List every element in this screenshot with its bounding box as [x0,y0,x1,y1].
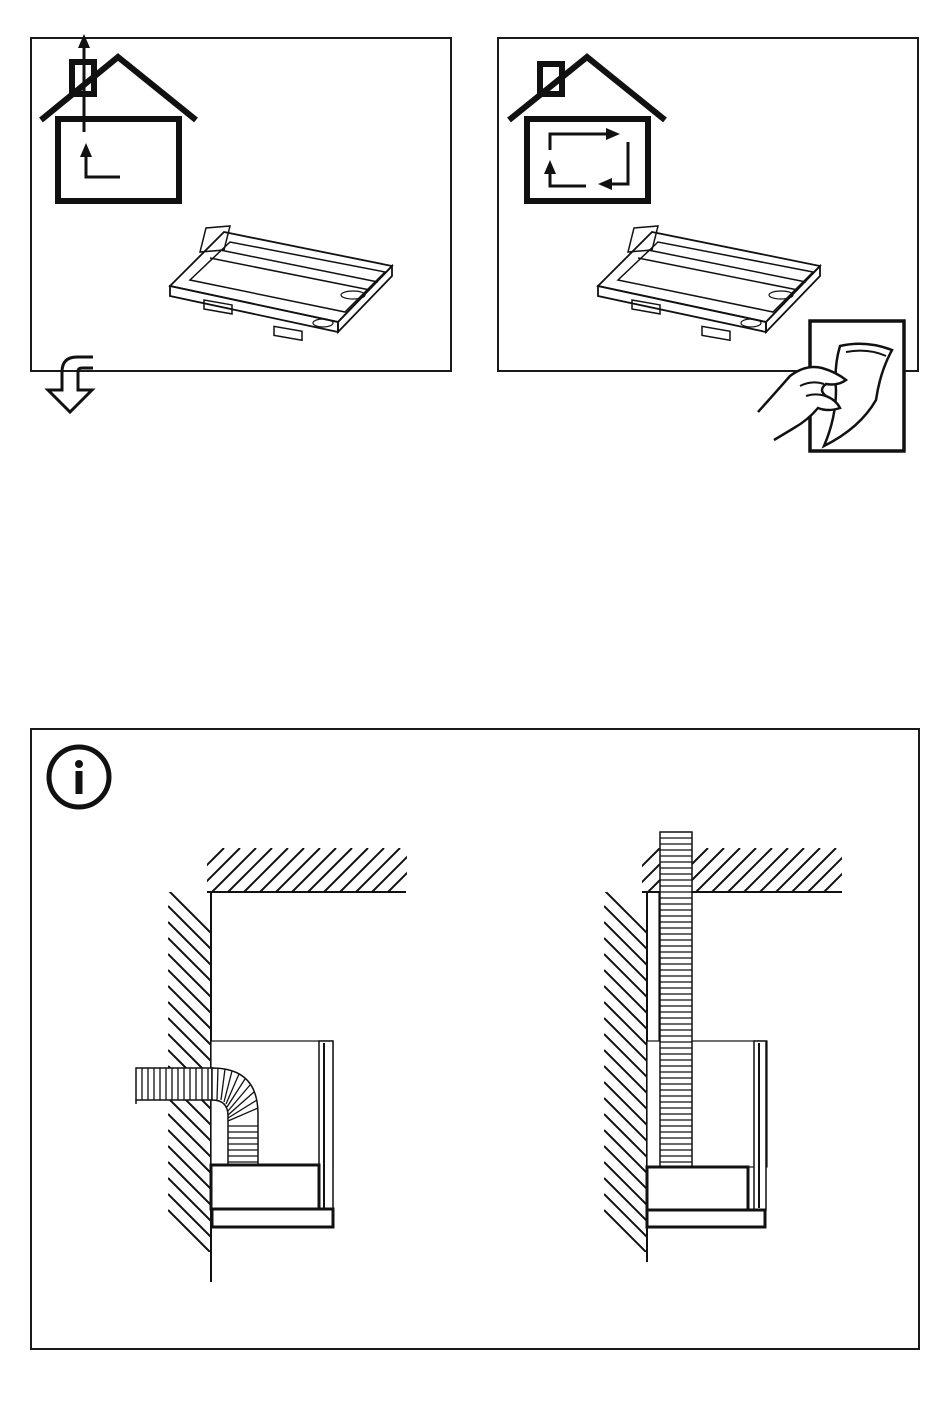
vertical-duct-icon [660,832,692,1168]
ceiling-hatching-icon [616,848,868,892]
wall-hatching-icon [604,890,648,1254]
